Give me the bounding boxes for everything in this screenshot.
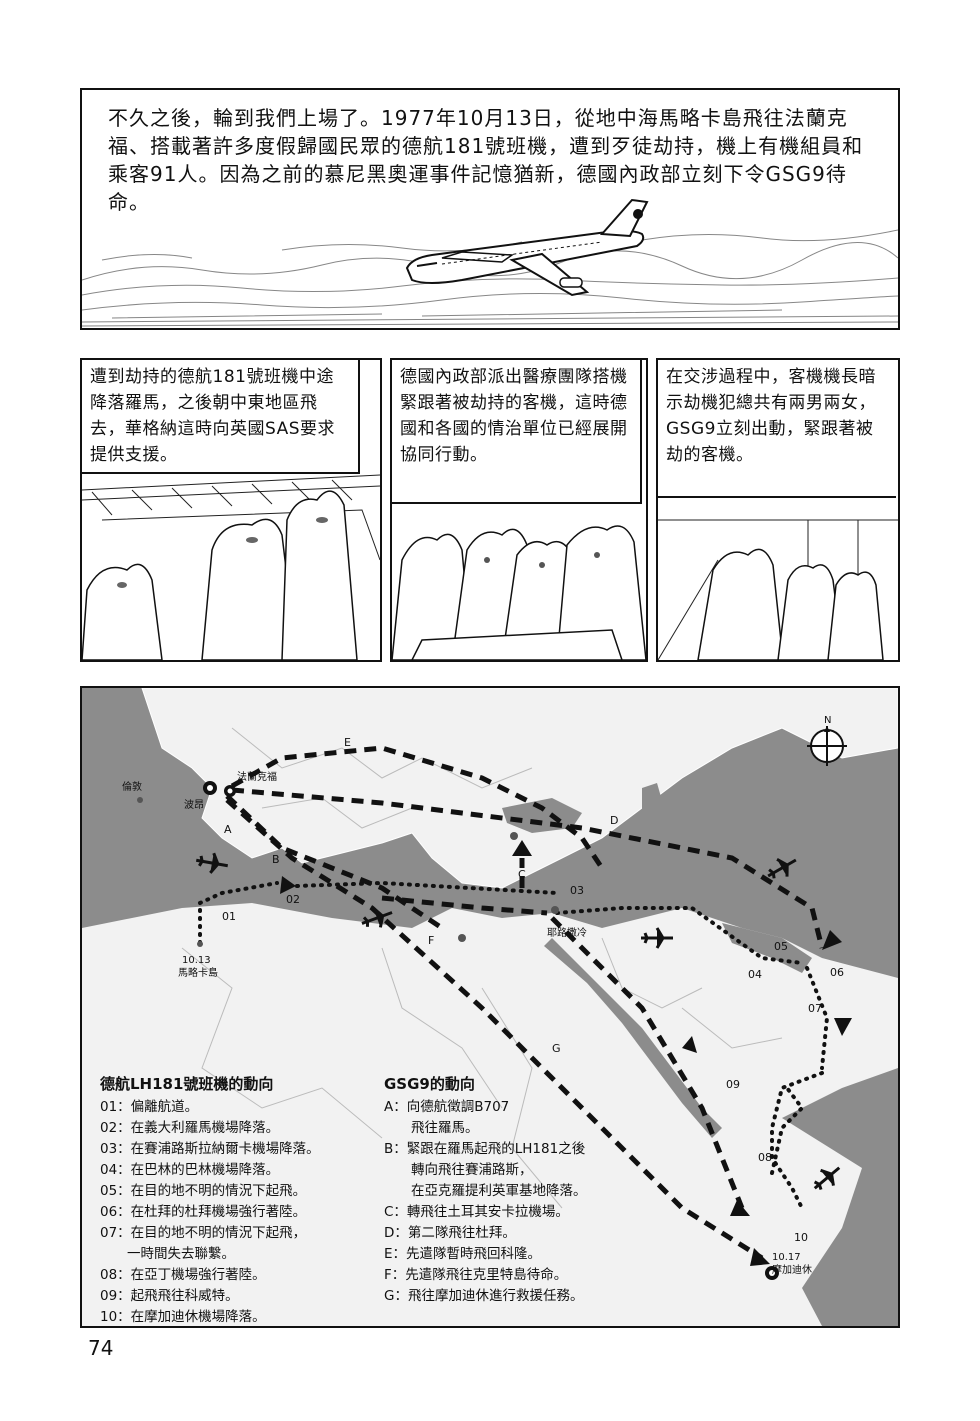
stop-05: 05 [774,940,788,953]
legend-item: C：轉飛往土耳其安卡拉機場。 [384,1204,569,1220]
route-label-c: C [518,868,526,881]
page-number: 74 [88,1336,114,1360]
arabia-land [552,928,842,1128]
route-map: N [82,688,898,1326]
europe-land [141,688,898,889]
compass-icon: N [807,715,847,766]
label-mallorca: 馬略卡島 [178,966,218,979]
stop-03: 03 [570,884,584,897]
stop-01: 01 [222,910,236,923]
legend-item: 03：在賽浦路斯拉納爾卡機場降落。 [100,1141,320,1157]
panel-gsg9-deploy: 在交涉過程中，客機機長暗示劫機犯總共有兩男兩女，GSG9立刻出動，緊跟著被劫的客… [656,358,900,662]
legend-item: 02：在義大利羅馬機場降落。 [100,1120,280,1136]
caption-text: 德國內政部派出醫療團隊搭機緊跟著被劫持的客機，這時德國和各國的情治單位已經展開協… [400,367,628,465]
route-e [230,745,605,870]
city-markers [137,781,779,1280]
route-to-mogadishu [550,916,745,1209]
compass-n-label: N [824,715,831,726]
narration-text: 不久之後，輪到我們上場了。1977年10月13日，從地中海馬略卡島飛往法蘭克福、… [108,106,864,214]
legend-item: 轉向飛往賽浦路斯， [384,1162,533,1178]
legend-item: B：緊跟在羅馬起飛的LH181之後 [384,1141,586,1157]
cockpit-illustration [82,474,380,660]
route-g [225,798,764,1261]
legend-item: 10：在摩加迪休機場降落。 [100,1309,266,1325]
legend-lh181-title: 德航LH181號班機的動向 [100,1075,274,1093]
panel-medical-team: 德國內政部派出醫療團隊搭機緊跟著被劫持的客機，這時德國和各國的情治單位已經展開協… [390,358,648,662]
legend-item: 一時間失去聯繫。 [100,1246,235,1262]
stop-02: 02 [286,893,300,906]
route-b-cyprus [381,895,548,916]
stop-04: 04 [748,968,762,981]
label-jerusalem: 耶路撒冷 [547,926,587,939]
legend-item: E：先遣隊暫時飛回科隆。 [384,1246,542,1262]
legend-gsg9: GSG9的動向 A：向德航徵調B707 飛往羅馬。 B：緊跟在羅馬起飛的LH18… [384,1074,664,1307]
airplane-icon [195,852,841,1191]
legend-item: F：先遣隊飛往克里特島待命。 [384,1267,568,1283]
indian-ocean [782,1068,898,1326]
label-mogadishu: 摩加迪休 [772,1263,812,1276]
gsg9-routes [225,745,825,1261]
stop-06: 06 [830,966,844,979]
route-label-a: A [224,823,232,836]
airplane-drawing [405,198,649,297]
route-d [231,787,825,949]
legend-item: A：向德航徵調B707 [384,1099,510,1115]
legend-item: 06：在杜拜的杜拜機場強行著陸。 [100,1204,307,1220]
legend-item: D：第二隊飛往杜拜。 [384,1225,516,1241]
caption-box: 德國內政部派出醫療團隊搭機緊跟著被劫持的客機，這時德國和各國的情治單位已經展開協… [392,360,642,504]
stop-07: 07 [808,1002,822,1015]
route-a-b [225,794,444,931]
legend-item: 07：在目的地不明的情況下起飛， [100,1225,307,1241]
panel-plane-to-middle-east: 遭到劫持的德航181號班機中途降落羅馬，之後朝中東地區飛去，華格納這時向英國SA… [80,358,382,662]
red-sea [544,938,722,1138]
stop-10: 10 [794,1231,808,1244]
legend-item: 飛往羅馬。 [384,1120,479,1136]
route-label-e: E [344,736,351,749]
label-london: 倫敦 [122,780,142,793]
route-label-f: F [428,934,434,947]
legend-item: 04：在巴林的巴林機場降落。 [100,1162,280,1178]
legend-item: 在亞克羅提利英軍基地降落。 [384,1183,587,1199]
stop-08: 08 [758,1151,772,1164]
route-label-d: D [610,814,618,827]
caption-text: 遭到劫持的德航181號班機中途降落羅馬，之後朝中東地區飛去，華格納這時向英國SA… [90,367,336,465]
meeting-illustration [392,525,646,660]
officers-illustration [658,519,898,660]
legend-lh181: 德航LH181號班機的動向 01：偏離航道。 02：在義大利羅馬機場降落。 03… [100,1074,390,1326]
legend-gsg9-title: GSG9的動向 [384,1075,475,1093]
legend-item: G：飛往摩加迪休進行救援任務。 [384,1288,584,1304]
sky-illustration [82,198,898,327]
lh181-route [198,880,830,1210]
label-mogadishu-date: 10.17 [772,1252,801,1263]
legend-item: 05：在目的地不明的情況下起飛。 [100,1183,307,1199]
route-label-b: B [272,853,280,866]
panel-hijack-intro: 不久之後，輪到我們上場了。1977年10月13日，從地中海馬略卡島飛往法蘭克福、… [80,88,900,330]
caption-text: 在交涉過程中，客機機長暗示劫機犯總共有兩男兩女，GSG9立刻出動，緊跟著被劫的客… [666,367,876,465]
legend-item: 01：偏離航道。 [100,1099,199,1115]
stop-09: 09 [726,1078,740,1091]
map-panel: N [80,686,900,1328]
caspian-sea [642,783,667,848]
legend-item: 09：起飛飛往科威特。 [100,1288,239,1304]
label-bonn: 波昂 [184,798,204,811]
label-frankfurt: 法蘭克福 [237,770,277,783]
legend-item: 08：在亞丁機場強行著陸。 [100,1267,266,1283]
label-mallorca-date: 10.13 [182,955,211,966]
caption-box: 遭到劫持的德航181號班機中途降落羅馬，之後朝中東地區飛去，華格納這時向英國SA… [82,360,360,474]
caption-box: 在交涉過程中，客機機長暗示劫機犯總共有兩男兩女，GSG9立刻出動，緊跟著被劫的客… [658,360,896,498]
route-label-g: G [552,1042,561,1055]
